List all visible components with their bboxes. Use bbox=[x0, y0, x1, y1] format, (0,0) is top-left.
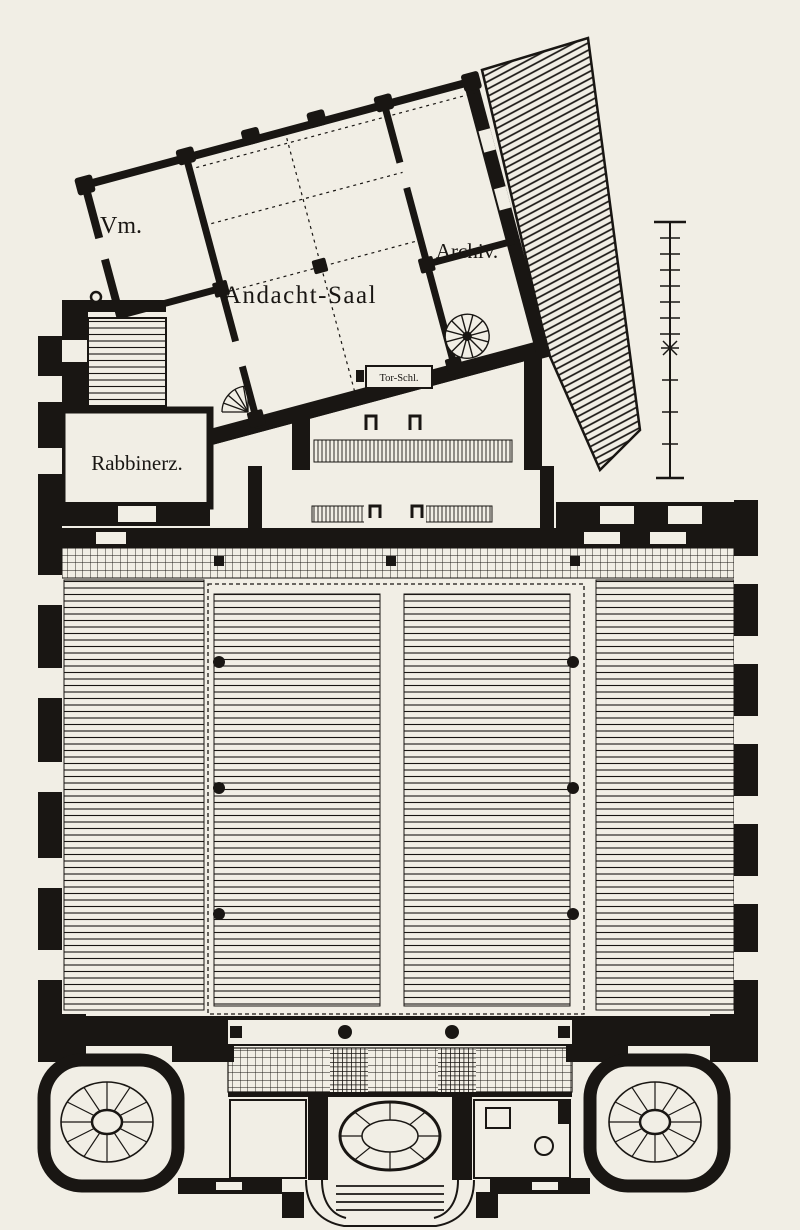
central-dashed-frame bbox=[207, 583, 585, 1015]
pews-right-aisle bbox=[595, 579, 735, 1011]
wing-spiral-stair bbox=[444, 313, 490, 359]
door-post bbox=[364, 414, 378, 430]
gallery-pier bbox=[386, 556, 396, 566]
door-post bbox=[410, 504, 424, 518]
pews-left-aisle bbox=[63, 579, 205, 1011]
label-vm: Vm. bbox=[100, 213, 142, 239]
gallery-pier bbox=[570, 556, 580, 566]
column-ring bbox=[89, 290, 103, 304]
label-archiv: Archiv. bbox=[436, 239, 498, 263]
fixture-box bbox=[485, 1107, 511, 1129]
label-andacht-saal: Andacht-Saal bbox=[223, 282, 377, 309]
door-post bbox=[368, 504, 382, 518]
narthex-dense-square bbox=[330, 1048, 368, 1092]
scale-bar-star bbox=[661, 340, 679, 356]
pews-center-right bbox=[403, 593, 571, 1007]
wing-piers bbox=[74, 71, 482, 428]
hall-walls bbox=[38, 336, 758, 1062]
rotated-wing bbox=[74, 71, 552, 461]
tor-schl-box bbox=[365, 365, 433, 389]
entrance-steps bbox=[305, 1179, 475, 1227]
label-rabbinerz: Rabbinerz. bbox=[91, 451, 183, 475]
wing-window bbox=[93, 236, 111, 261]
bottom-wall bbox=[38, 1016, 758, 1046]
apse-zone bbox=[248, 466, 554, 532]
right-stair-tower bbox=[583, 1053, 731, 1193]
connector-steps bbox=[313, 439, 513, 463]
bottom-wall-column bbox=[445, 1025, 459, 1039]
tor-box-post bbox=[356, 370, 364, 382]
fixture-circle bbox=[534, 1136, 554, 1156]
left-stair-tower bbox=[37, 1053, 185, 1193]
main-hall bbox=[38, 336, 758, 1062]
narthex-strip bbox=[172, 1046, 628, 1097]
rabbi-room bbox=[38, 406, 214, 526]
entrance-area bbox=[178, 1096, 590, 1227]
wall-archiv-bottom bbox=[426, 237, 515, 268]
side-room-left bbox=[229, 1099, 307, 1179]
oval-ornament bbox=[340, 1102, 440, 1170]
label-tor-schl: Tor-Schl. bbox=[379, 373, 418, 384]
quarter-fan-stair bbox=[221, 385, 249, 413]
hall-columns bbox=[213, 656, 579, 920]
left-stair-block bbox=[62, 290, 167, 408]
gallery-grid-band bbox=[61, 547, 735, 579]
gallery-pier bbox=[214, 556, 224, 566]
scale-bar bbox=[654, 220, 686, 480]
door-gap bbox=[231, 340, 247, 368]
hall-dotted-lines bbox=[189, 92, 475, 397]
side-room-right bbox=[473, 1099, 571, 1179]
pews-center-left bbox=[213, 593, 381, 1007]
narthex-dense-square bbox=[438, 1048, 476, 1092]
bottom-wall-column bbox=[338, 1025, 352, 1039]
wing-window bbox=[494, 186, 512, 211]
tor-box-post bbox=[434, 370, 442, 382]
door-post bbox=[408, 414, 422, 430]
wing-window bbox=[478, 128, 496, 153]
door-gap bbox=[396, 161, 411, 189]
